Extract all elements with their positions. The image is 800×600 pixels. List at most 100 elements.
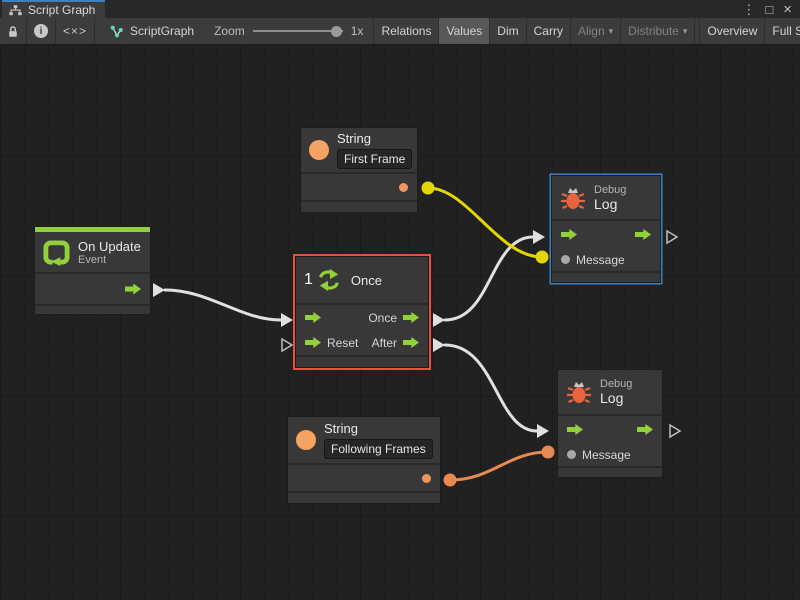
node-once[interactable]: 1 Once Once Reset After	[295, 256, 429, 368]
string-literal-icon	[296, 430, 316, 450]
maximize-icon[interactable]: □	[765, 1, 774, 17]
tab-bar: Script Graph ⋮ □ ×	[0, 0, 800, 18]
cycle-icon	[319, 268, 339, 292]
info-icon: i	[34, 24, 48, 38]
port-marker-after-out[interactable]	[433, 338, 445, 352]
tab-title: Script Graph	[28, 3, 96, 17]
wire-string-to-debugtop-message[interactable]	[426, 186, 544, 259]
graph-name[interactable]: ScriptGraph	[95, 18, 204, 44]
chevron-down-icon: ▾	[682, 25, 688, 36]
bug-icon	[567, 382, 591, 404]
node-string-first-frame[interactable]: String First Frame	[300, 127, 418, 213]
wire-after-to-debugbottom[interactable]	[443, 343, 539, 433]
value-input-port[interactable]	[567, 450, 576, 459]
port-marker-debugtop-in[interactable]	[533, 230, 545, 244]
control-output-port[interactable]	[635, 229, 651, 240]
port-marker-once-out[interactable]	[433, 313, 445, 327]
zoom-slider-handle[interactable]	[330, 25, 342, 37]
value-endpoint[interactable]	[541, 445, 555, 459]
code-view-icon: <×>	[63, 24, 88, 38]
port-label-once: Once	[368, 310, 397, 325]
node-title: Log	[594, 195, 618, 212]
wire-once-to-debugtop[interactable]	[443, 235, 535, 322]
bug-icon	[561, 187, 585, 209]
overview-button[interactable]: Overview	[699, 18, 766, 44]
port-label-message: Message	[582, 447, 631, 462]
port-marker-reset-in[interactable]	[281, 337, 294, 353]
port-marker-debugbottom-out[interactable]	[669, 423, 682, 439]
lock-button[interactable]	[0, 18, 27, 44]
value-endpoint[interactable]	[421, 181, 435, 195]
toolbar-buttons: Relations Values Dim Carry Align▾ Distri…	[373, 18, 800, 44]
node-footer	[301, 200, 417, 212]
control-output-port-once[interactable]	[403, 312, 419, 323]
dim-button[interactable]: Dim	[490, 18, 527, 44]
hierarchy-icon	[9, 4, 22, 15]
relations-button[interactable]: Relations	[373, 18, 440, 44]
port-label-message: Message	[576, 252, 625, 267]
wire-onupdate-to-once[interactable]	[163, 288, 283, 322]
graph-asset-icon	[110, 25, 123, 37]
value-input-port[interactable]	[561, 255, 570, 264]
node-debug-log-bottom[interactable]: Debug Log Message	[557, 369, 663, 478]
zoom-control: Zoom 1x	[204, 18, 373, 44]
node-title: Once	[350, 272, 382, 288]
node-subtitle: Event	[78, 253, 107, 266]
chevron-down-icon: ▾	[608, 25, 614, 36]
close-icon[interactable]: ×	[783, 0, 792, 18]
control-output-port-after[interactable]	[403, 337, 419, 348]
control-input-port[interactable]	[567, 424, 583, 435]
port-label-reset: Reset	[327, 335, 359, 350]
node-footer	[35, 304, 150, 314]
lock-icon	[9, 25, 17, 37]
loop-icon	[43, 239, 70, 266]
align-button[interactable]: Align▾	[571, 18, 622, 44]
node-title: String	[337, 131, 371, 146]
node-title: String	[324, 421, 358, 436]
value-output-port[interactable]	[422, 473, 431, 483]
full-screen-button[interactable]: Full Screen	[772, 24, 800, 38]
node-footer	[558, 466, 662, 477]
node-debug-log-top[interactable]: Debug Log Message	[551, 175, 661, 283]
zoom-label: Zoom	[214, 24, 245, 38]
port-marker-once-in[interactable]	[281, 313, 293, 327]
tab-script-graph[interactable]: Script Graph	[2, 0, 106, 18]
node-footer	[296, 355, 428, 367]
string-value-field[interactable]: Following Frames	[324, 439, 433, 459]
node-on-update[interactable]: On Update Event	[34, 226, 151, 315]
node-title: On Update	[78, 238, 141, 254]
carry-button[interactable]: Carry	[527, 18, 571, 44]
string-value-field[interactable]: First Frame	[337, 149, 413, 169]
wire-string-to-debugbottom-message[interactable]	[448, 450, 550, 482]
control-input-port[interactable]	[305, 312, 321, 323]
value-endpoint[interactable]	[535, 250, 549, 264]
node-subtitle: Debug	[594, 183, 627, 196]
code-view-button[interactable]: <×>	[56, 18, 96, 44]
node-footer	[552, 271, 660, 282]
event-accent-bar	[35, 227, 150, 232]
info-button[interactable]: i	[27, 18, 56, 44]
graph-canvas[interactable]: On Update Event 1 Once	[0, 45, 800, 600]
control-output-port[interactable]	[637, 424, 653, 435]
zoom-slider[interactable]	[252, 25, 343, 37]
port-row	[35, 274, 150, 304]
values-button[interactable]: Values	[439, 18, 491, 44]
graph-toolbar: i <×> ScriptGraph Zoom 1x Relations Valu…	[0, 18, 800, 45]
node-title: Log	[600, 390, 624, 406]
control-input-port-reset[interactable]	[305, 337, 321, 348]
control-output-port[interactable]	[125, 283, 141, 295]
port-marker-onupdate-out[interactable]	[153, 283, 165, 297]
node-string-following-frames[interactable]: String Following Frames	[287, 416, 441, 504]
distribute-button[interactable]: Distribute▾	[621, 18, 696, 44]
value-endpoint[interactable]	[443, 473, 457, 487]
kebab-menu-icon[interactable]: ⋮	[742, 1, 756, 17]
value-output-port[interactable]	[399, 182, 408, 192]
window-controls: ⋮ □ ×	[742, 0, 800, 18]
zoom-value: 1x	[350, 24, 364, 38]
port-marker-debugtop-out[interactable]	[666, 229, 679, 245]
port-label-after: After	[371, 335, 397, 350]
control-input-port[interactable]	[561, 229, 577, 240]
port-marker-debugbottom-in[interactable]	[537, 424, 549, 438]
once-badge: 1	[304, 271, 313, 288]
